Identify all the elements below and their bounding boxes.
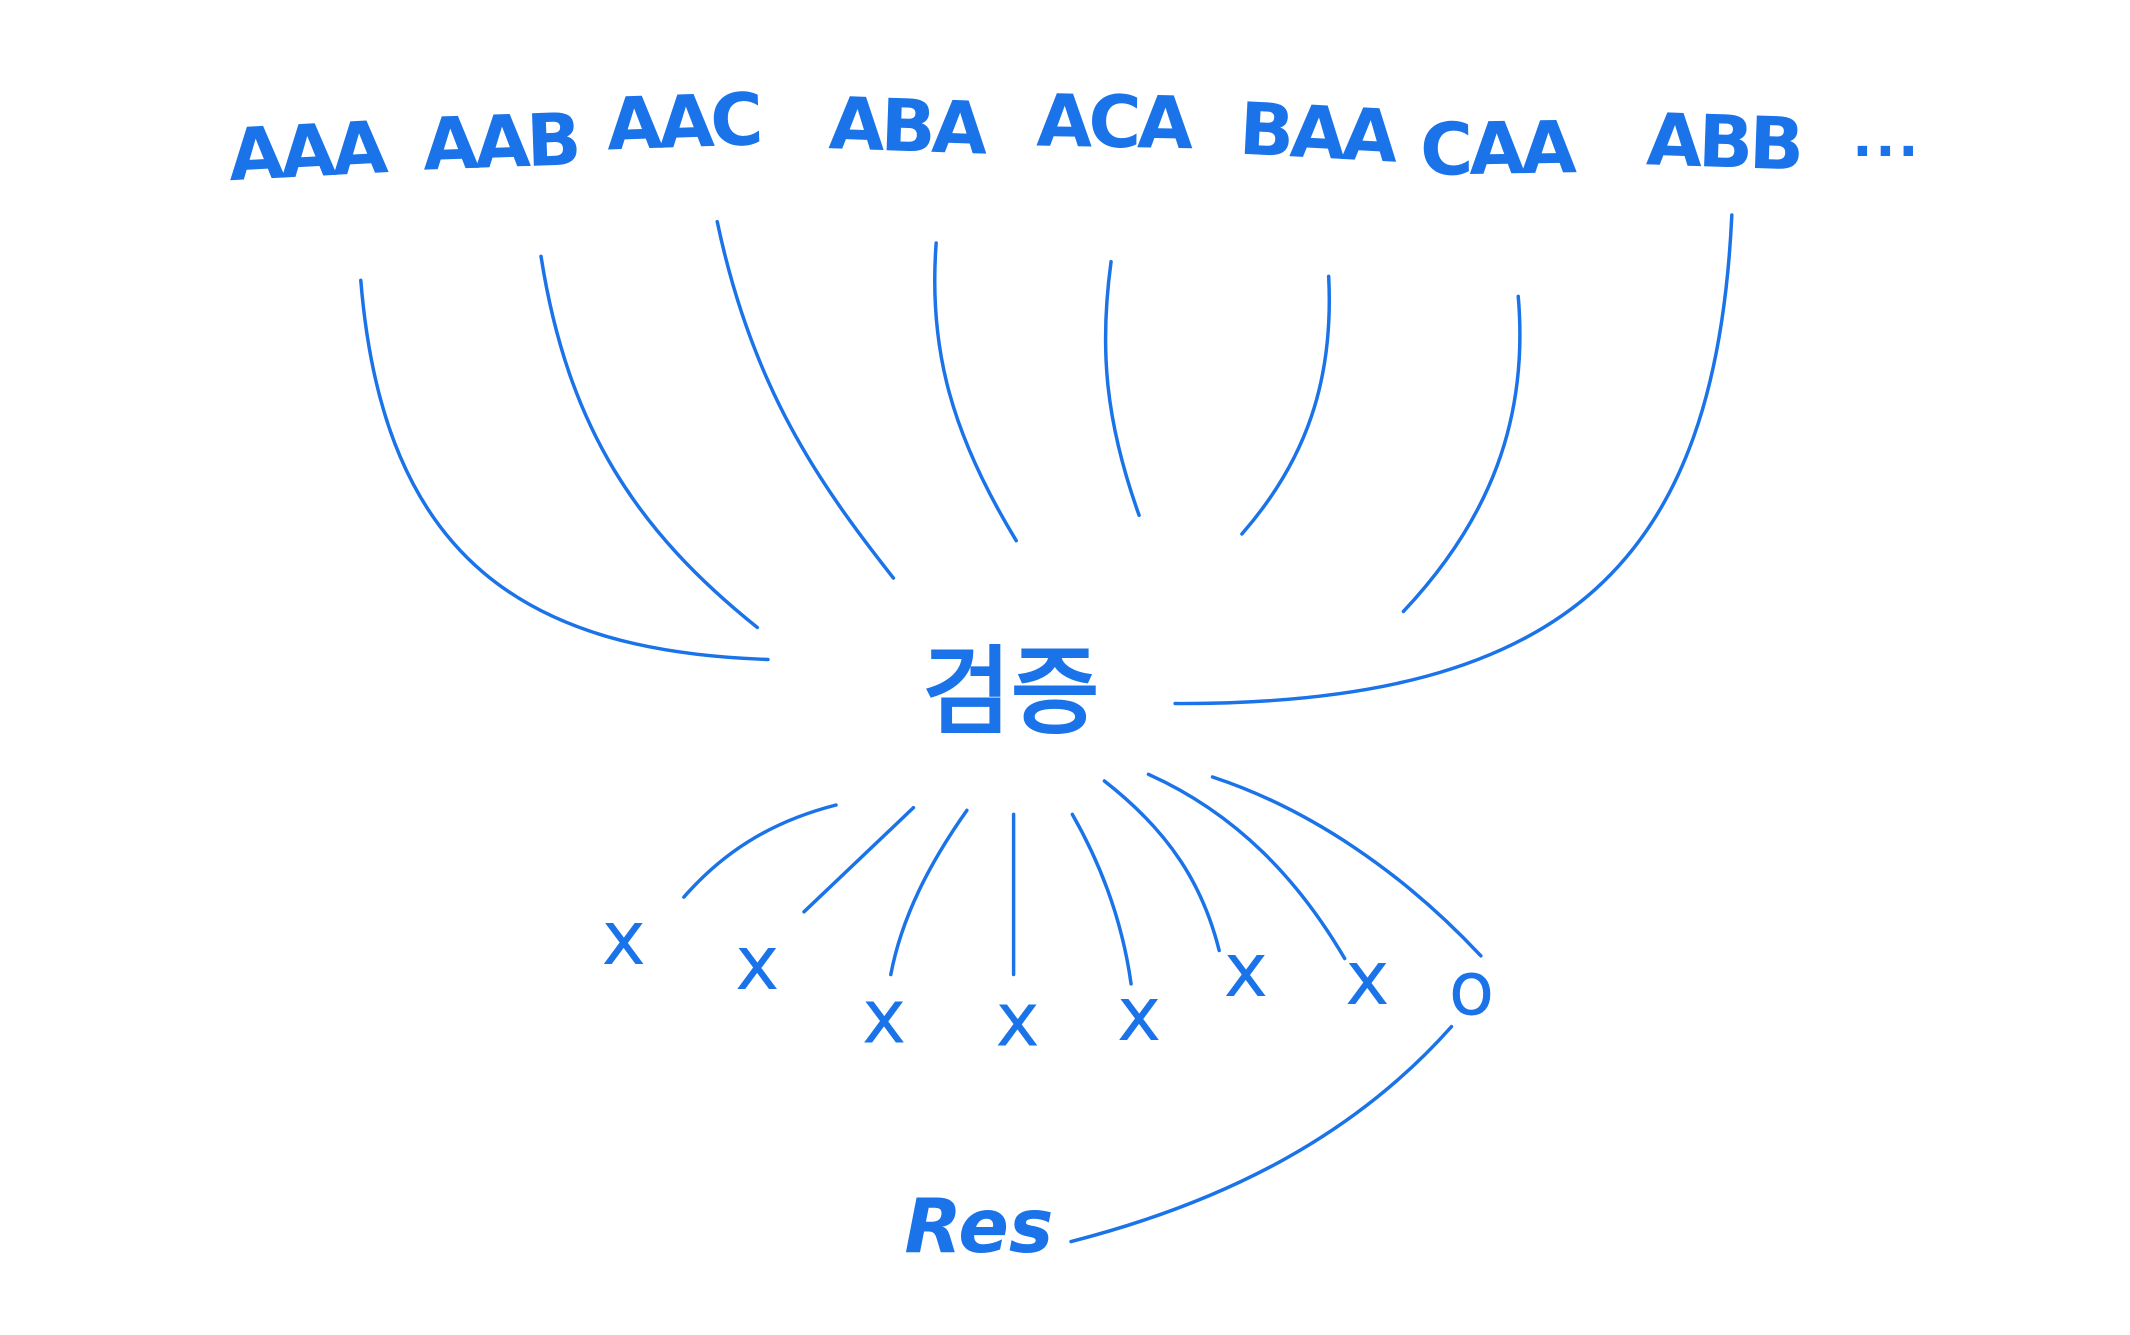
connector-line: [889, 808, 969, 977]
connector-line: [715, 219, 896, 580]
input-connectors: [359, 213, 1734, 706]
candidate-label: AAB: [421, 98, 578, 187]
connector-line: [1103, 259, 1141, 518]
fail-x-icon: x: [735, 920, 779, 1007]
pass-o-icon: o: [1449, 946, 1495, 1033]
candidate-label: AAC: [605, 78, 760, 167]
connector-line: [539, 254, 760, 630]
result-connector: [1069, 1024, 1454, 1244]
candidate-label: CAA: [1420, 106, 1578, 193]
connector-line: [682, 803, 838, 899]
connector-line: [802, 805, 916, 914]
candidate-label: AAA: [226, 106, 390, 198]
connector-line: [1173, 213, 1734, 706]
candidate-label: BAA: [1237, 88, 1400, 180]
connector-line: [1102, 779, 1221, 953]
fail-x-icon: x: [602, 895, 646, 982]
ellipsis-label: ...: [1852, 106, 1921, 169]
fail-x-icon: x: [995, 976, 1039, 1063]
fail-x-icon: x: [1224, 927, 1268, 1014]
output-connectors: [682, 772, 1483, 986]
connector-line: [359, 278, 770, 662]
connector-line: [932, 241, 1019, 543]
fail-x-icon: x: [862, 974, 906, 1061]
candidate-label: ABB: [1645, 98, 1801, 187]
connector-line: [1401, 294, 1522, 614]
result-marks: x x x x x x x o: [602, 895, 1495, 1063]
connector-line: [1146, 772, 1347, 961]
candidate-label: ACA: [1036, 80, 1194, 167]
fail-x-icon: x: [1117, 971, 1161, 1058]
fail-x-icon: x: [1345, 935, 1389, 1022]
candidate-label: ABA: [828, 82, 990, 171]
candidate-labels: AAA AAB AAC ABA ACA BAA CAA ABB ...: [226, 78, 1921, 198]
connector-line: [1210, 775, 1483, 958]
connector-line: [1070, 812, 1133, 986]
verification-label: 검증: [923, 636, 1100, 748]
result-label: Res: [904, 1183, 1053, 1270]
connector-line: [1240, 274, 1331, 536]
